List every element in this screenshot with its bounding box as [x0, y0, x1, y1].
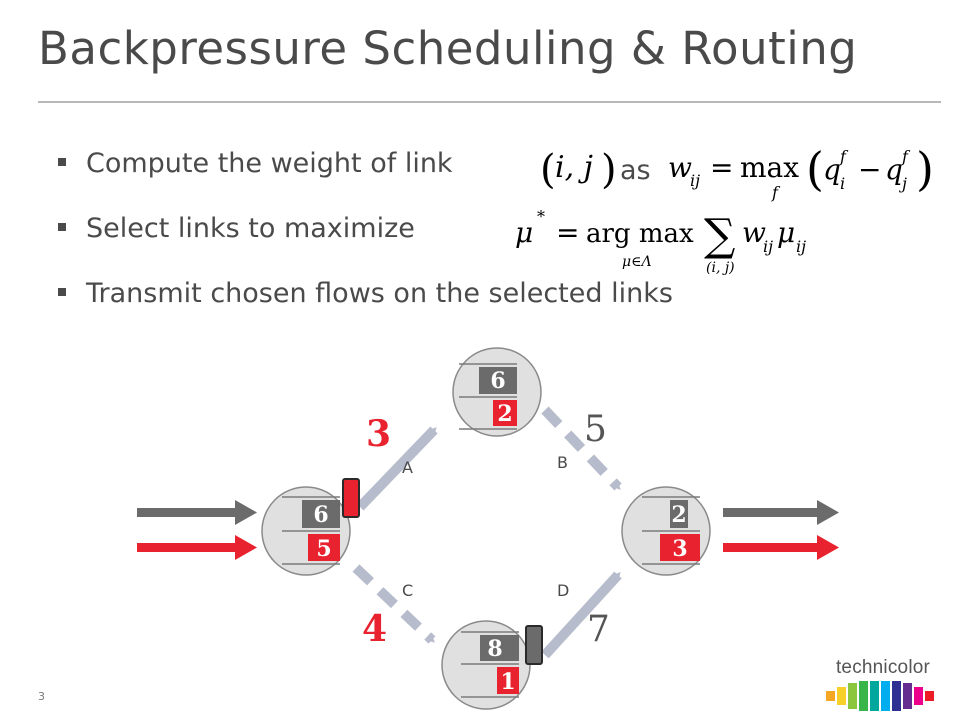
link-b-weight: 5 [584, 409, 607, 450]
svg-text:=: = [556, 216, 579, 249]
input-arrow-gray [137, 500, 257, 525]
top-gray-queue: 6 [490, 368, 505, 394]
svg-text:=: = [710, 151, 733, 184]
svg-text:(i, j): (i, j) [706, 260, 735, 276]
top-red-queue: 2 [497, 401, 512, 427]
link-a-weight: 3 [366, 413, 391, 455]
bullet-square-icon [58, 157, 66, 166]
source-red-queue: 5 [316, 536, 331, 562]
formula-link-ij: ( i, j ) [540, 147, 617, 193]
bullet-2-text: Select links to maximize [86, 213, 415, 244]
svg-text:(: ( [540, 147, 556, 193]
bottom-gray-queue: 8 [487, 636, 502, 662]
svg-text:w: w [742, 216, 766, 249]
bottom-red-queue: 1 [500, 669, 515, 695]
formula-link-weight: w ij = max f ( q f i − q f j ) [668, 142, 934, 202]
svg-text:f: f [901, 147, 911, 166]
destination-node: 2 3 [621, 486, 711, 576]
svg-text:): ) [601, 147, 617, 193]
link-b-arrow [541, 406, 622, 491]
svg-text:w: w [668, 151, 692, 184]
svg-text:f: f [839, 147, 849, 166]
link-c-arrow [352, 564, 436, 644]
logo-wordmark: technicolor [835, 657, 931, 678]
svg-text:μ: μ [515, 216, 533, 249]
technicolor-logo: technicolor [822, 657, 944, 717]
slide-title: Backpressure Scheduling & Routing [38, 22, 858, 75]
link-b-label: B [557, 453, 568, 472]
svg-text:i: i [840, 174, 845, 193]
link-d-transmit-indicator [525, 625, 543, 665]
svg-text:max: max [740, 151, 799, 184]
formula-argmax: μ * = arg max μ∈Λ ∑ (i, j) w ij μ ij [515, 207, 806, 276]
svg-text:q: q [885, 153, 903, 186]
link-a-label: A [402, 458, 413, 477]
destination-gray-queue: 2 [671, 502, 686, 528]
bullet-3: Transmit chosen flows on the selected li… [58, 278, 673, 309]
output-arrow-red [723, 535, 839, 560]
bullet-1: Compute the weight of link [58, 148, 453, 179]
svg-text:j: j [899, 174, 907, 193]
svg-text:f: f [771, 183, 781, 202]
title-divider [38, 101, 941, 103]
link-a-transmit-indicator [342, 478, 360, 518]
bullet-3-text: Transmit chosen flows on the selected li… [86, 278, 673, 309]
bottom-node: 8 1 [441, 620, 531, 710]
bullet-square-icon [58, 287, 66, 296]
slide-number: 3 [38, 690, 45, 703]
svg-text:μ∈Λ: μ∈Λ [622, 254, 652, 270]
bullet-square-icon [58, 222, 66, 231]
link-d-arrow [541, 571, 622, 659]
svg-text:∑: ∑ [704, 210, 735, 261]
source-gray-queue: 6 [313, 502, 328, 528]
link-a-arrow [356, 426, 438, 511]
svg-text:): ) [916, 142, 934, 196]
output-arrow-gray [723, 500, 839, 525]
svg-text:ij: ij [690, 171, 700, 190]
link-d-weight: 7 [587, 609, 610, 650]
svg-text:*: * [537, 207, 545, 226]
as-text: as [620, 155, 651, 186]
svg-text:ij: ij [763, 237, 773, 256]
svg-text:arg max: arg max [586, 219, 694, 249]
svg-text:μ: μ [777, 216, 795, 249]
input-arrow-red [137, 535, 257, 560]
svg-text:ij: ij [796, 237, 806, 256]
link-c-weight: 4 [362, 608, 387, 650]
svg-text:(: ( [806, 142, 824, 196]
logo-color-bars-icon [826, 681, 934, 711]
destination-red-queue: 3 [672, 536, 687, 562]
bullet-1-text: Compute the weight of link [86, 148, 453, 179]
source-node: 6 5 [261, 486, 351, 576]
link-c-label: C [402, 581, 413, 600]
svg-text:i, j: i, j [555, 150, 593, 185]
svg-text:q: q [823, 153, 841, 186]
link-d-label: D [557, 581, 569, 600]
svg-text:−: − [858, 153, 881, 186]
top-node: 6 2 [452, 347, 542, 437]
bullet-2: Select links to maximize [58, 213, 415, 244]
